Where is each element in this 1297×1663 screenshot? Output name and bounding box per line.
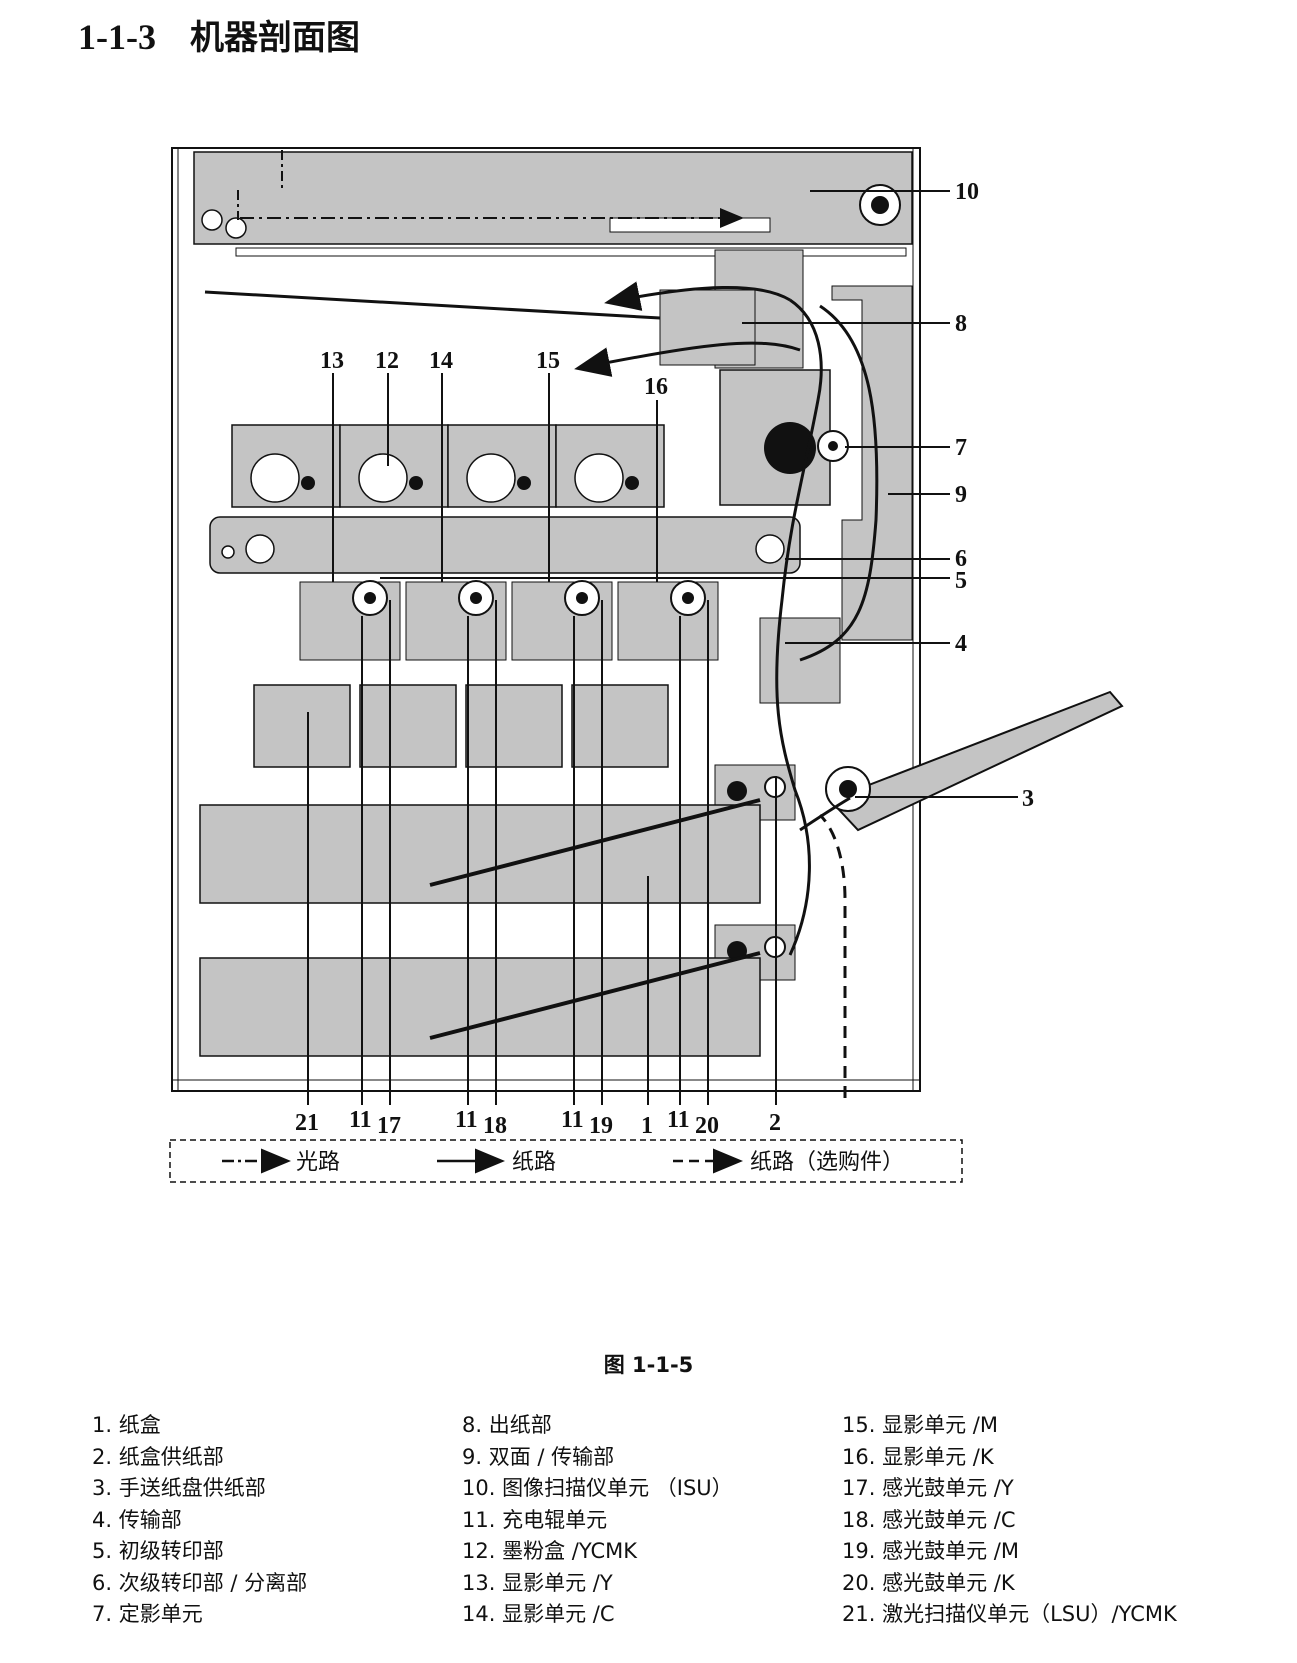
parts-list-item: 9. 双面 / 传输部 [462,1444,615,1469]
parts-list-item: 15. 显影单元 /M [842,1413,998,1437]
parts-list-item: 6. 次级转印部 / 分离部 [92,1570,308,1595]
callout-4: 4 [955,631,967,657]
parts-list-item: 10. 图像扫描仪单元 （ISU） [462,1476,733,1500]
callout-7: 7 [955,435,967,461]
fuser-unit [719,369,849,506]
image-scanner-unit [193,150,913,257]
callout-2: 2 [769,1110,781,1136]
section-number: 1-1-3 [78,17,156,57]
parts-list-item: 3. 手送纸盘供纸部 [92,1476,266,1500]
parts-list-item: 19. 感光鼓单元 /M [842,1539,1019,1563]
parts-list-item: 2. 纸盒供纸部 [92,1444,224,1469]
parts-list-item: 18. 感光鼓单元 /C [842,1507,1016,1532]
callout-3: 3 [1022,786,1034,812]
parts-list-item: 14. 显影单元 /C [462,1602,615,1626]
duplex-conveying-unit [831,285,913,641]
callout-5: 5 [955,568,967,594]
callout-19: 19 [589,1113,613,1139]
paper-path-lines [574,281,879,956]
parts-list-item: 17. 感光鼓单元 /Y [842,1476,1014,1500]
parts-list-item: 1. 纸盒 [92,1413,161,1437]
callout-8: 8 [955,311,967,337]
callout-16: 16 [644,374,668,400]
callout-17: 17 [377,1113,401,1139]
laser-scanner-units [253,684,669,768]
parts-list-item: 4. 传输部 [92,1507,182,1532]
legend-optional-paper-path: 纸路（选购件） [750,1150,904,1175]
conveying-unit [759,617,841,704]
legend-optical-path: 光路 [296,1150,340,1175]
callout-12: 12 [375,348,399,374]
parts-list-item: 20. 感光鼓单元 /K [842,1570,1015,1595]
parts-list-column-2: 8. 出纸部 9. 双面 / 传输部 10. 图像扫描仪单元 （ISU） 11.… [462,1410,733,1631]
parts-list-item: 13. 显影单元 /Y [462,1570,613,1595]
parts-list-item: 7. 定影单元 [92,1602,203,1626]
callout-14: 14 [429,348,453,374]
section-title: 机器剖面图 [189,18,360,58]
mp-tray [825,690,1124,832]
callout-11-y: 11 [349,1107,372,1133]
parts-list-item: 16. 显影单元 /K [842,1444,994,1469]
exit-tray [204,290,661,320]
callout-6: 6 [955,546,967,572]
callout-11-k: 11 [667,1107,690,1133]
callout-21: 21 [295,1110,319,1136]
parts-list-column-1: 1. 纸盒 2. 纸盒供纸部 3. 手送纸盘供纸部 4. 传输部 5. 初级转印… [92,1410,307,1631]
callout-9: 9 [955,482,967,508]
callout-labels: 10 8 7 9 6 5 4 3 13 12 14 15 16 21 11 17… [295,179,1034,1139]
callout-15: 15 [536,348,560,374]
callout-1: 1 [641,1113,653,1139]
toner-containers [231,424,665,508]
parts-list-item: 8. 出纸部 [462,1413,552,1437]
transfer-belt [209,516,801,574]
imaging-stations [299,580,719,661]
parts-list-item: 5. 初级转印部 [92,1539,224,1563]
parts-list-item: 11. 充电辊单元 [462,1507,608,1532]
exit-unit [659,249,804,369]
optional-paper-path [818,813,847,1098]
callout-18: 18 [483,1113,507,1139]
callout-10: 10 [955,179,979,205]
callout-leader-lines [307,190,1018,1105]
section-heading: 1-1-3 机器剖面图 [78,10,360,59]
parts-list-item: 12. 墨粉盒 /YCMK [462,1539,638,1563]
parts-list-item: 21. 激光扫描仪单元（LSU）/YCMK [842,1602,1177,1626]
figure-caption: 图 1-1-5 [603,1353,694,1377]
path-legend: 光路 纸路 纸路（选购件） [169,1139,963,1183]
callout-13: 13 [320,348,344,374]
callout-11-c: 11 [455,1107,478,1133]
legend-paper-path: 纸路 [512,1150,556,1175]
paper-cassettes [199,798,761,1057]
machine-cross-section-diagram: 10 8 7 9 6 5 4 3 13 12 14 15 16 21 11 17… [169,147,1124,1183]
callout-11-m: 11 [561,1107,584,1133]
machine-frame [171,147,921,1092]
callout-20: 20 [695,1113,719,1139]
parts-list-column-3: 15. 显影单元 /M 16. 显影单元 /K 17. 感光鼓单元 /Y 18.… [842,1410,1177,1631]
